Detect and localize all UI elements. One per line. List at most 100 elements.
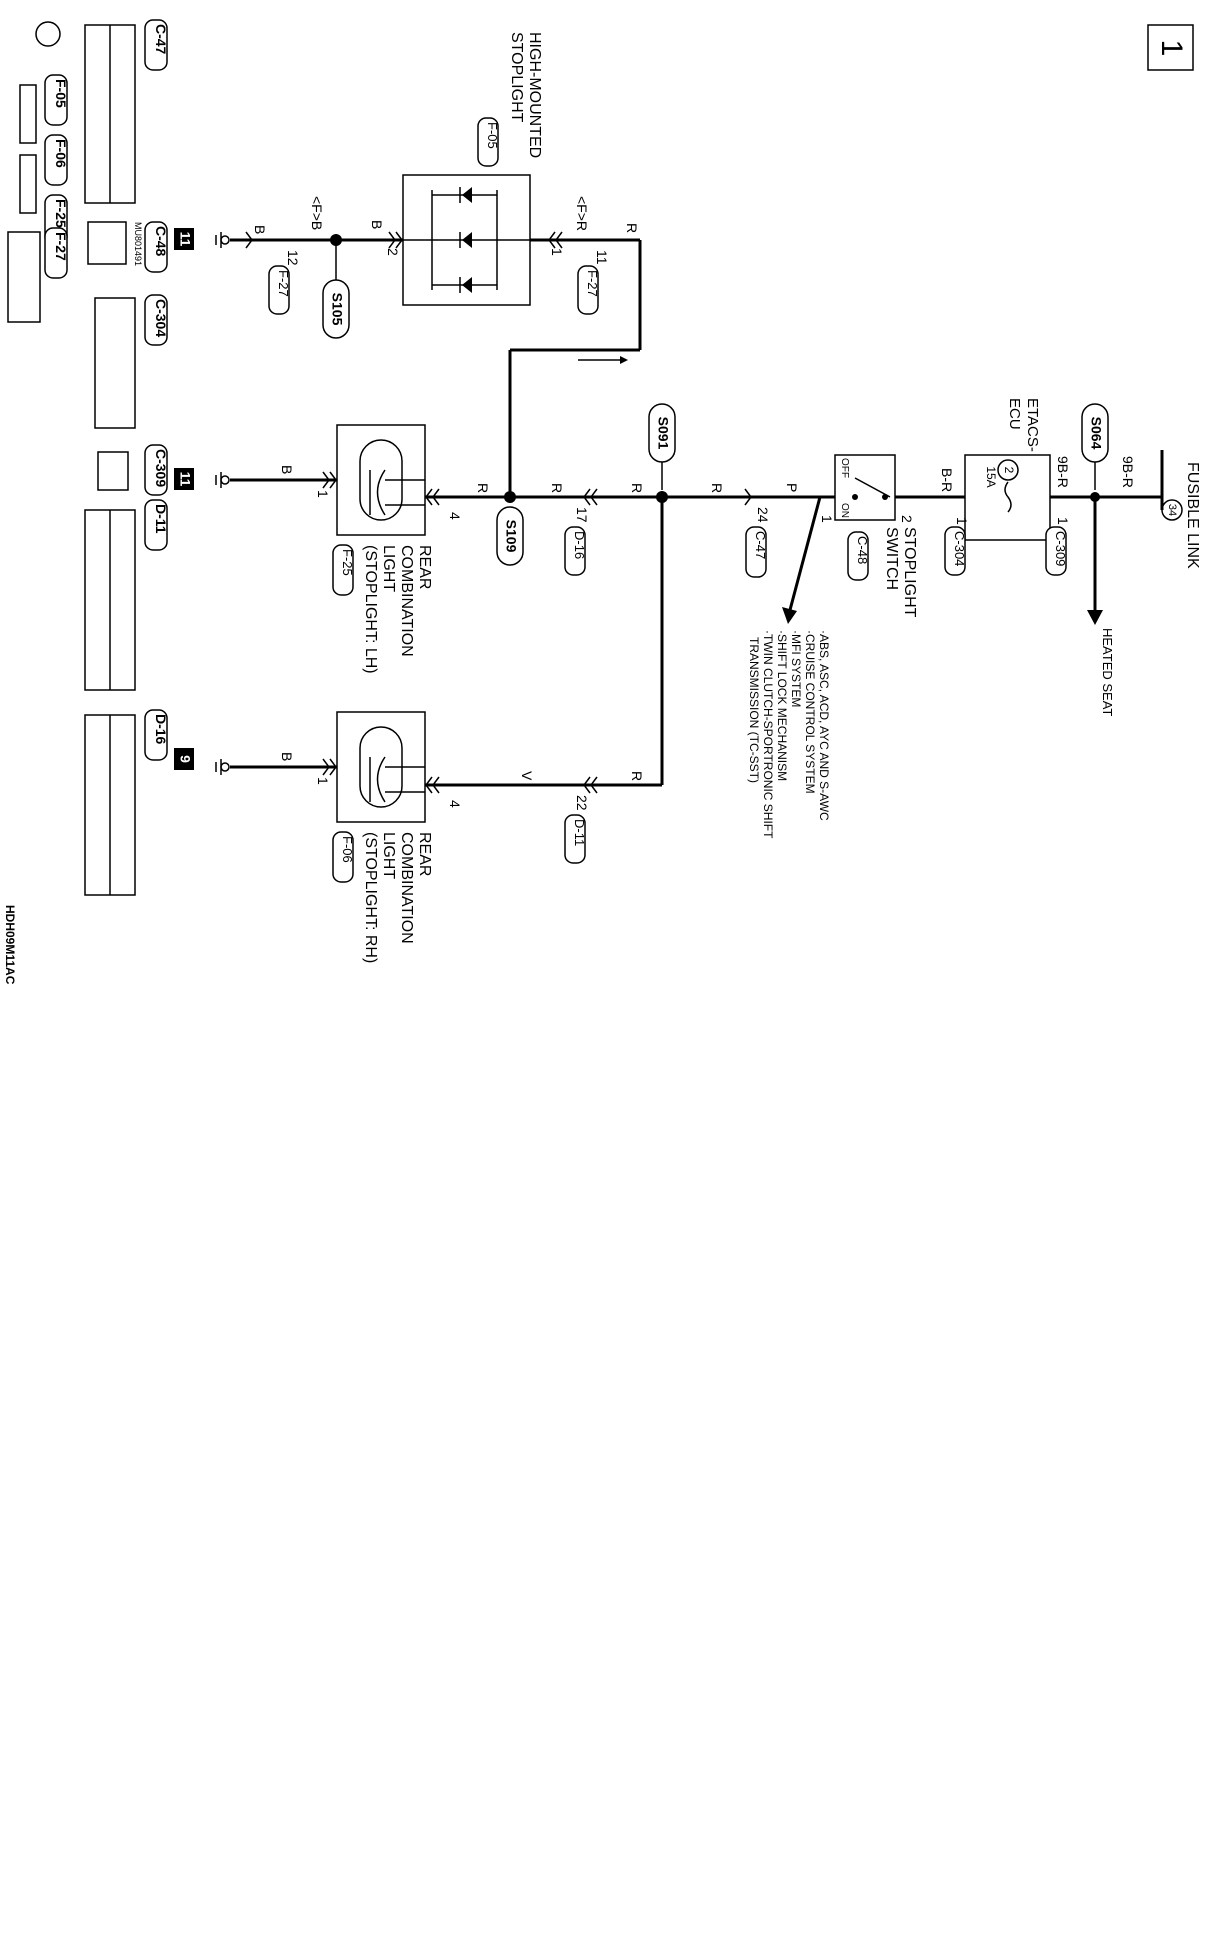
- switch-on: ON: [839, 503, 850, 518]
- system-item-2: ·MFI SYSTEM: [789, 630, 803, 707]
- wire-systems-branch: [788, 496, 822, 611]
- rear-rh-pin-4: 4: [447, 800, 463, 808]
- legend-f25-body: [19, 154, 37, 214]
- etacs-label-2: ECU: [1006, 398, 1023, 430]
- rear-lh-label-2: COMBINATION: [398, 545, 415, 657]
- connector-legend: C-47 F-05 F-06 F-25 C-48 MU801491 F-27 C…: [7, 19, 169, 896]
- switch-pin-out: 1: [819, 515, 835, 523]
- wire-label-r1: R: [709, 483, 725, 493]
- led-1-icon: [462, 187, 472, 203]
- rear-combination-light-rh: [336, 711, 426, 823]
- fusible-link-label: FUSIBLE LINK: [1184, 462, 1201, 569]
- pin-11: 11: [594, 250, 610, 265]
- system-item-4: ·TWIN CLUTCH-SPORTRONIC SHIFT: [761, 630, 775, 839]
- wire-label-br: B-R: [939, 468, 955, 492]
- rear-lh-connector: F-25: [340, 549, 355, 576]
- etacs-conn-out: C-304: [952, 531, 967, 566]
- fuse-amp: 15A: [984, 466, 998, 487]
- splice-s109-label: S109: [503, 520, 519, 553]
- high-mounted-stoplight: [402, 174, 531, 306]
- wire-label-b-lh: B: [279, 465, 295, 474]
- rear-combination-light-lh: [336, 424, 426, 536]
- legend-c48-part: MU801491: [133, 222, 143, 266]
- switch-label-2: SWITCH: [883, 527, 900, 590]
- legend-c304: C-304: [153, 299, 169, 337]
- conn-d16-main: D-16: [572, 531, 587, 559]
- rear-rh-label-2: COMBINATION: [398, 832, 415, 944]
- led-2-icon: [462, 232, 472, 248]
- heated-seat-label: HEATED SEAT: [1100, 628, 1115, 716]
- conn-c47-main: C-47: [753, 531, 768, 559]
- rear-rh-connector: F-06: [340, 836, 355, 863]
- legend-c47: C-47: [153, 24, 169, 55]
- etacs-label-1: ETACS-: [1024, 398, 1041, 452]
- pin-24: 24: [755, 507, 771, 523]
- highmount-pin-1: 1: [549, 248, 565, 256]
- wire-label-r4: R: [475, 483, 491, 493]
- etacs-pin-out: 1: [954, 517, 970, 525]
- wire-label-v: V: [519, 771, 535, 781]
- highmount-connector: F-05: [485, 122, 500, 149]
- legend-c48-body: [87, 221, 127, 265]
- legend-f06-body: [19, 84, 37, 144]
- legend-f25: F-25: [53, 199, 69, 228]
- legend-c304-body: [94, 297, 136, 429]
- fuse-icon: [1004, 481, 1012, 513]
- wire-label-9br-a: 9B-R: [1120, 456, 1136, 488]
- diagram-code: HDH09M11AC: [3, 905, 17, 985]
- splice-s064-label: S064: [1088, 417, 1104, 450]
- highmount-pin-2: 2: [385, 248, 401, 256]
- rear-lh-label-4: (STOPLIGHT: LH): [362, 545, 379, 674]
- wire-label-b-rh: B: [279, 752, 295, 761]
- etacs-ecu: 2 15A ETACS- ECU: [964, 398, 1051, 541]
- splice-s091-label: S091: [655, 417, 671, 450]
- legend-f05: F-05: [53, 79, 69, 108]
- switch-pin-in: 2: [899, 515, 915, 523]
- systems-list: ·ABS, ASC, ACD, AYC AND S-AWC ·CRUISE CO…: [747, 630, 831, 839]
- system-item-3: ·SHIFT LOCK MECHANISM: [775, 630, 789, 781]
- system-item-1: ·CRUISE CONTROL SYSTEM: [803, 630, 817, 794]
- ground-rh-icon: [220, 762, 230, 772]
- wire-label-r3: R: [549, 483, 565, 493]
- wire-label-r5: R: [624, 223, 640, 233]
- wire-label-r-rh: R: [629, 771, 645, 781]
- ground-badge-11b: [174, 468, 194, 490]
- pin-12: 12: [285, 250, 301, 266]
- ground-lh-icon: [220, 475, 230, 485]
- page-number-box: 1: [1147, 24, 1194, 71]
- splice-s109: [496, 506, 524, 566]
- arrow-heated-seat-icon: [1087, 610, 1103, 625]
- arrow-systems-icon: [782, 607, 797, 624]
- legend-c309-body: [97, 451, 129, 491]
- ground-11a: 11: [177, 232, 193, 247]
- ground-9: 9: [177, 755, 193, 763]
- legend-f05-icon: [35, 21, 61, 47]
- etacs-pin-in: 1: [1055, 517, 1071, 525]
- conn-f27-a: F-27: [585, 270, 600, 297]
- legend-d16: D-16: [153, 714, 169, 745]
- wire-label-fb: <F>B: [309, 196, 325, 230]
- wire-label-p: P: [784, 483, 800, 492]
- highmount-label-2: STOPLIGHT: [508, 32, 525, 123]
- legend-f27-body: [7, 231, 41, 323]
- splice-s105-label: S105: [329, 293, 345, 326]
- splice-s105: [322, 279, 350, 339]
- rear-rh-label-4: (STOPLIGHT: RH): [362, 832, 379, 963]
- wire-label-b-hm2: B: [252, 225, 268, 234]
- highmount-label-1: HIGH-MOUNTED: [526, 32, 543, 158]
- etacs-conn-in: C-309: [1053, 531, 1068, 566]
- fuse-number: 2: [1002, 467, 1016, 474]
- rear-lh-pin-1: 1: [315, 490, 331, 498]
- wire-label-9br-b: 9B-R: [1055, 456, 1071, 488]
- rear-rh-label-1: REAR: [416, 832, 433, 876]
- ground-badge-9: [174, 748, 194, 770]
- rear-rh-label-3: LIGHT: [380, 832, 397, 879]
- switch-label-1: STOPLIGHT: [901, 527, 918, 618]
- pin-17: 17: [574, 507, 590, 523]
- ground-11b: 11: [177, 472, 193, 487]
- wire-label-b-hm: B: [369, 220, 385, 229]
- rear-lh-label-1: REAR: [416, 545, 433, 589]
- led-3-icon: [462, 277, 472, 293]
- ground-hm-icon: [220, 235, 230, 245]
